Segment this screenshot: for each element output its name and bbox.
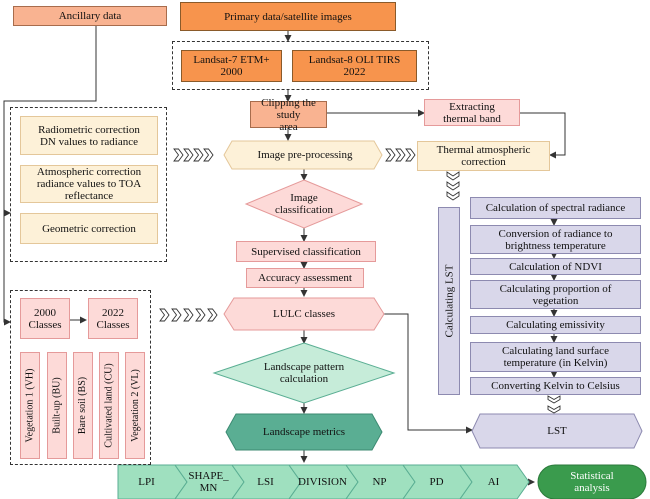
landsat7-box: Landsat-7 ETM+ 2000: [181, 50, 282, 82]
metric-label: LPI: [138, 476, 155, 488]
metric-label: PD: [429, 476, 444, 488]
statistical-label: Statistical analysis: [570, 470, 614, 494]
chevron-arrow-icon: [183, 148, 194, 162]
thermal-atm-correction-box: Thermal atmospheric correction: [417, 141, 550, 171]
class-item: Cultivated land (CU): [99, 352, 119, 459]
lst-step: Calculating land surface temperature (in…: [470, 342, 641, 372]
chevron-arrow-icon: [193, 148, 204, 162]
class-item-label: Cultivated land (CU): [103, 363, 115, 448]
radiometric-box: Radiometric correction DN values to radi…: [20, 116, 158, 155]
class-item: Vegetation 1 (VH): [20, 352, 40, 459]
landsat8-box: Landsat-8 OLI TIRS 2022: [292, 50, 417, 82]
landscape-pattern-shape: [212, 342, 396, 404]
lst-step: Calculation of spectral radiance: [470, 197, 641, 219]
extracting-thermal-box: Extracting thermal band: [424, 99, 520, 126]
chevron-arrow-icon: [173, 148, 184, 162]
statistical-shape: [537, 464, 647, 499]
lst-step: Conversion of radiance to brightness tem…: [470, 225, 641, 254]
lulc-shape: [223, 297, 385, 331]
landscape-metrics-label: Landscape metrics: [262, 426, 346, 438]
chevron-arrow-icon: [159, 308, 170, 322]
landsat-group: [172, 41, 429, 90]
metric-label: AI: [487, 476, 500, 488]
lst-step: Calculating emissivity: [470, 316, 641, 334]
chevron-down-icon: [547, 405, 561, 414]
class-item-label: Vegetation 1 (VH): [24, 368, 36, 443]
clipping-box: Clipping the study area: [250, 97, 327, 133]
class-item: Bare soil (BS): [73, 352, 93, 459]
chevron-arrow-icon: [395, 148, 406, 162]
chevron-down-icon: [446, 171, 460, 181]
chevron-down-icon: [547, 395, 561, 404]
chevron-down-icon: [446, 191, 460, 201]
metric-segment: [459, 464, 530, 499]
lst-shape: [471, 413, 643, 449]
calculating-lst-label: Calculating LST: [443, 264, 456, 338]
corrections-group: [10, 107, 167, 262]
ancillary-data-box: Ancillary data: [13, 6, 167, 26]
class-item: Built-up (BU): [47, 352, 67, 459]
chevron-arrow-icon: [183, 308, 194, 322]
metric-label: LSI: [257, 476, 274, 488]
accuracy-box: Accuracy assessment: [246, 268, 364, 288]
lst-label: LST: [547, 425, 567, 437]
class-item-label: Built-up (BU): [51, 377, 63, 434]
chevron-arrow-icon: [195, 308, 206, 322]
landscape-metrics-shape: [225, 413, 383, 451]
chevron-arrow-icon: [171, 308, 182, 322]
chevron-down-icon: [446, 181, 460, 191]
lst-step: Calculating proportion of vegetation: [470, 280, 641, 309]
calculating-lst-box: Calculating LST: [438, 207, 460, 395]
supervised-box: Supervised classification: [236, 241, 376, 262]
atmospheric-box: Atmospheric correction radiance values t…: [20, 165, 158, 203]
preprocessing-shape: [223, 140, 383, 170]
metric-label: DIVISION: [298, 476, 347, 488]
lst-step: Converting Kelvin to Celsius: [470, 377, 641, 395]
geometric-box: Geometric correction: [20, 213, 158, 244]
class-item: Vegetation 2 (VL): [125, 352, 145, 459]
chevron-arrow-icon: [385, 148, 396, 162]
class-item-label: Bare soil (BS): [77, 376, 89, 435]
preprocessing-label: Image pre-processing: [257, 149, 353, 161]
classification-shape: [244, 179, 364, 229]
metric-label: NP: [372, 476, 387, 488]
chevron-arrow-icon: [203, 148, 214, 162]
chevron-arrows: [159, 148, 561, 414]
lulc-label: LULC classes: [272, 308, 335, 320]
class-item-label: Vegetation 2 (VL): [129, 369, 141, 442]
chevron-arrow-icon: [405, 148, 416, 162]
classes-group: [10, 290, 151, 465]
lst-step: Calculation of NDVI: [470, 258, 641, 275]
chevron-arrow-icon: [207, 308, 218, 322]
landscape-pattern-label: Landscape pattern calculation: [263, 361, 345, 385]
classes-2000-box: 2000 Classes: [20, 298, 70, 339]
primary-data-box: Primary data/satellite images: [180, 2, 396, 31]
classes-2022-box: 2022 Classes: [88, 298, 138, 339]
metrics-bar: [117, 464, 530, 499]
classification-label: Image classification: [274, 192, 334, 216]
metric-label: SHAPE_ MN: [188, 470, 229, 494]
